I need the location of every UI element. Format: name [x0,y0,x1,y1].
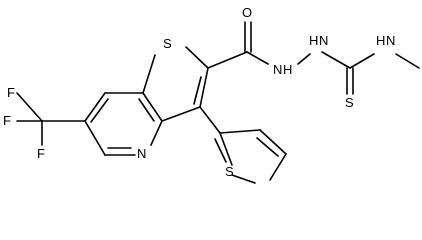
bond-th-2 [259,129,287,155]
bond-th-1 [219,129,261,134]
bond-pyr-1b [90,98,109,123]
atom-nh-3-n: N [386,33,395,48]
atom-s-thiophene: S [225,164,234,179]
bond-th-5b [214,138,227,163]
atom-nh-1-h: H [283,62,292,77]
bond-fused-4 [161,106,201,122]
atom-f-2: F [3,113,11,128]
bond-pyr-3 [142,92,163,122]
bond-fused-3 [199,67,209,108]
bond-th-4 [231,174,256,184]
structure-diagram: F F F N S O N H H N S H N S [3,5,420,184]
bond-nh2-c [321,51,351,69]
atom-n-pyridine: N [137,146,146,161]
atom-f-1: F [7,85,15,100]
atom-s-ring: S [163,36,172,51]
bond-nh3-ch3 [395,53,420,69]
bond-th-2b [256,137,279,157]
atom-labels: F F F N S O N H H N S H N S [3,5,395,179]
bond-c-f1 [16,92,43,122]
bond-fused-1 [142,54,156,94]
bond-th-3 [269,153,287,181]
bond-fused-2 [185,46,209,69]
atom-nh-2-h: H [309,33,318,48]
atom-nh-1-n: N [273,62,282,77]
atom-nh-3-h: H [376,33,385,48]
atom-nh-2-n: N [319,33,328,48]
bond-nh1-nh2 [297,53,311,65]
bond-c-nh1 [246,51,269,65]
bond-th-5 [219,132,233,166]
bond-pyr-1 [84,92,106,122]
atom-o: O [242,5,252,20]
atom-s-thione: S [345,95,354,110]
bond-pyr-6 [84,120,106,156]
bond-lines [16,21,420,184]
bond-c-nh3 [349,53,375,69]
bond-pyr-4 [150,120,163,146]
bond-c-carbonyl [207,51,248,69]
bond-fused-3b [193,76,202,105]
bond-link-thiophene [199,106,221,134]
atom-f-3: F [37,146,45,161]
bond-pyr-3b [138,98,155,122]
